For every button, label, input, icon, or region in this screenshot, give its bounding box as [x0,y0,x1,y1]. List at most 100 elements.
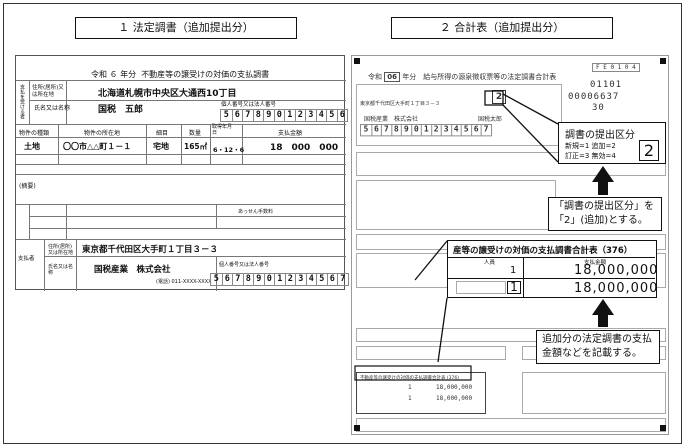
number-digit: 6 [221,274,233,285]
number-digit: 8 [390,124,401,136]
line2-people: 1 [507,281,521,294]
number-digit: 2 [284,274,296,285]
amount-col-amount: 支払金額 [584,260,607,266]
line1-people: 1 [510,265,517,276]
number-digit: 8 [252,110,264,121]
line2-code-box [456,281,506,294]
col-amount: 支払金額 [278,130,303,137]
line1-amount: 18,000,000 [574,263,659,278]
number-digit: 6 [336,110,348,121]
code-1: 01101 [590,80,623,90]
kubun-title: 調書の提出区分 [565,130,635,141]
number-digit: 5 [213,274,219,284]
number-digit: 2 [430,124,441,136]
number-digit: 0 [273,110,285,121]
number-digit: 0 [263,274,275,285]
registration-mark [354,58,360,64]
col-detail: 細目 [156,130,169,137]
number-digit: 3 [305,110,316,121]
callout-kubun: 「調書の提出区分」を「2」(追加)とする。 [548,197,662,231]
number-digit: 5 [460,124,471,136]
payee-side-label: 支払を受ける者 [19,84,25,119]
id-label: 個人番号又は法人番号 [221,102,277,108]
name-label: 氏名又は名称 [34,105,71,112]
number-digit: 7 [232,274,243,285]
payer-name-label: 氏名又は名称 [48,264,74,276]
number-digit: 8 [242,274,254,285]
right-payer-name: 国税産業 株式会社 [364,116,419,123]
row-qty: 165㎡ [184,142,208,151]
number-digit: 5 [363,124,369,135]
payer-phone: (電話) 011-XXXX-XXXX [156,279,212,285]
code-3: 30 [592,103,605,113]
number-digit: 5 [316,274,327,285]
kubun-option-1: 新規=1 追加=2 [565,142,616,150]
number-digit: 6 [326,274,338,285]
registration-mark [354,425,360,431]
line2-amount: 18,000,000 [574,281,659,296]
number-digit: 7 [380,124,391,136]
number-digit: 4 [450,124,461,136]
number-digit: 7 [337,274,348,285]
number-digit: 6 [470,124,481,136]
row-amount: 18 000 000 [270,143,339,153]
number-digit: 0 [410,124,421,136]
address-label: 住所(居所)又は所在地 [32,85,64,98]
number-digit: 1 [274,274,285,285]
form-code: F E 0 1 0 4 [592,63,640,72]
header-legal-document: １ 法定調書（追加提出分） [75,17,297,39]
header-summary-table: ２ 合計表（追加提出分） [391,17,613,39]
amount-zoom-box: 産等の譲受けの対価の支払調書合計表（376） 人員 支払金額 1 18,000,… [447,240,657,298]
number-digit: 9 [263,110,274,121]
kubun-value: 2 [639,140,659,161]
number-digit: 7 [242,110,253,121]
mini-amount: 18,000,000 [436,384,473,391]
col-qty: 数量 [189,130,202,137]
number-digit: 6 [370,124,381,136]
mini-amount-2: 18,000,000 [436,395,473,402]
amount-section-title: 産等の譲受けの対価の支払調書合計表（376） [453,246,633,256]
number-digit: 4 [315,110,327,121]
legal-document-form: 令和 ６ 年分 不動産等の譲受けの対価の支払調書 支払を受ける者 住所(居所)又… [15,55,349,291]
payer-side-label: 支払者 [18,256,35,262]
payer-name: 国税産業 株式会社 [94,265,171,275]
mini-title: 不動産等の譲受けの対価の支払調書合計表 (376) [360,376,460,381]
registration-mark [660,425,666,431]
code-2: 00006637 [568,92,620,102]
number-digit: 5 [326,110,337,121]
right-person-name: 国税太郎 [478,116,503,123]
registration-mark [660,58,666,64]
number-digit: 7 [480,124,491,136]
payer-address: 東京都千代田区大手町１丁目３－３ [82,245,219,255]
number-digit: 9 [253,274,264,285]
number-digit: 2 [294,110,306,121]
figure-frame [3,3,682,444]
number-digit: 3 [440,124,451,136]
callout-amount: 追加分の法定調書の支払金額などを記載する。 [536,330,660,364]
summary-title: 令和 06 年分 給与所得の源泉徴収票等の法定調書合計表 [368,72,557,82]
number-digit: 6 [231,110,243,121]
number-digit: 4 [305,274,317,285]
payee-name: 国税 五郎 [98,105,144,115]
row-kind: 土地 [24,142,40,151]
number-digit: 9 [400,124,411,136]
col-kind: 物件の種類 [19,130,50,137]
kubun-option-2: 訂正=3 無効=4 [565,152,616,160]
col-date: 取得年月日 [212,124,233,136]
right-payer-address: 東京都千代田区大手町１丁目３－３ [360,101,441,107]
mini-people-2: 1 [408,395,412,402]
remarks-label: (摘要) [19,183,36,190]
form-title: 令和 ６ 年分 不動産等の譲受けの対価の支払調書 [91,70,270,79]
mini-people: 1 [408,384,412,391]
number-digit: 1 [284,110,295,121]
payer-address-label: 住所(居所)又は所在地 [48,244,74,256]
col-location: 物件の所在地 [84,130,121,137]
payer-id-label: 個人番号又は法人番号 [219,262,270,268]
row-location: 〇〇市△△町１－１ [63,142,132,151]
row-detail: 宅地 [153,142,169,151]
payee-address: 北海道札幌市中央区大通西10丁目 [98,89,237,99]
